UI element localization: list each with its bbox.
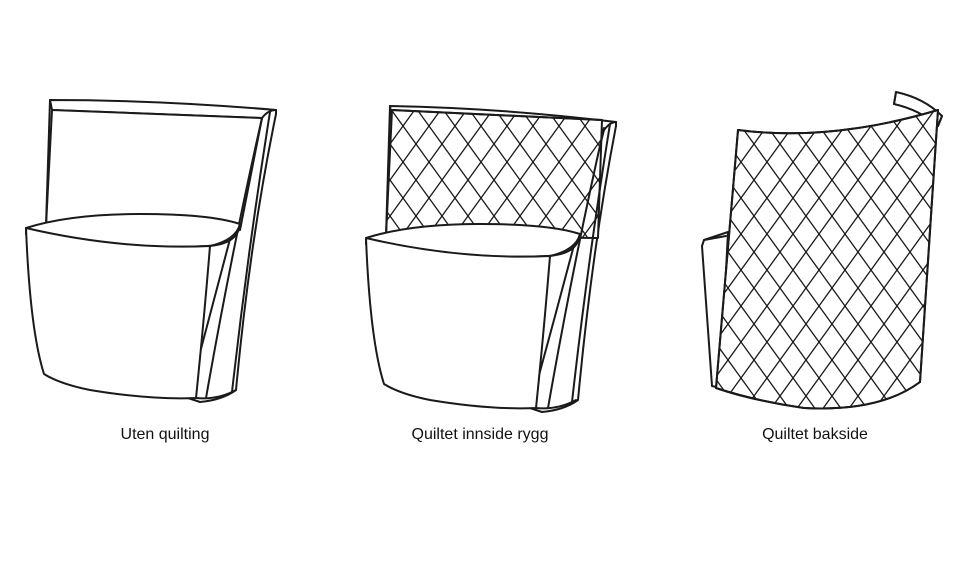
- caption-quilted-inner-back: Quiltet innside rygg: [411, 426, 549, 443]
- caption-quilted-outer-back: Quiltet bakside: [762, 426, 868, 443]
- chair-no-quilting: [25, 99, 277, 403]
- caption-no-quilting: Uten quilting: [120, 426, 210, 443]
- chair-quilted-outer-back: [701, 91, 943, 410]
- chair-quilted-inner-back: [365, 105, 617, 413]
